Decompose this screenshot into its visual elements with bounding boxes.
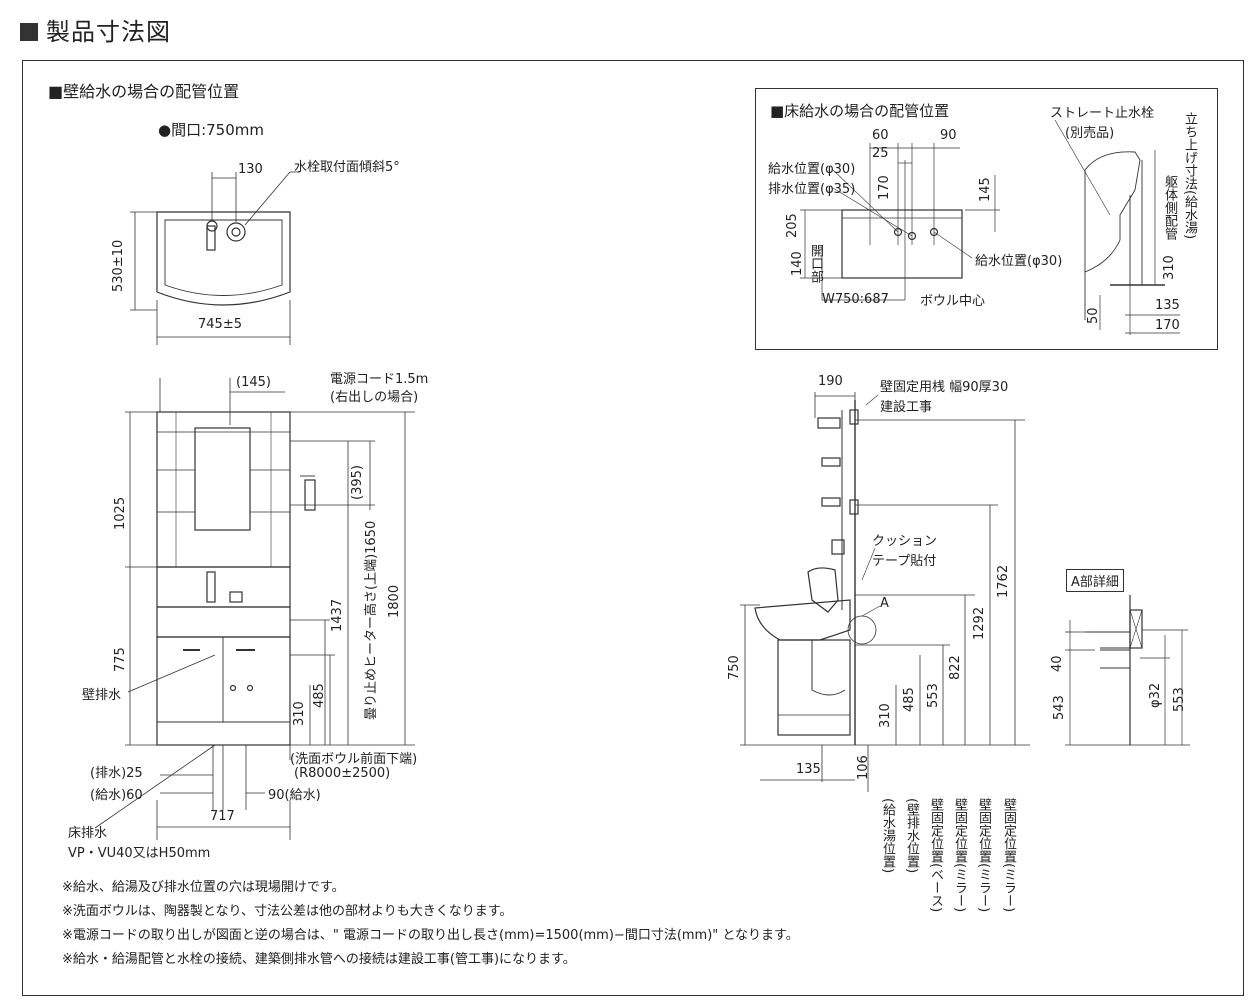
inset-rise-dim: 立ち上げ寸法(給水湯) bbox=[1182, 112, 1197, 240]
front-dim-310: 310 bbox=[292, 701, 307, 726]
inset-supply-pos-2: 給水位置(φ30) bbox=[975, 254, 1063, 269]
inset-dim-90: 90 bbox=[940, 128, 957, 143]
top-width-dim: 745±5 bbox=[198, 317, 242, 332]
detail-dim-32: φ32 bbox=[1148, 682, 1163, 708]
detail-dim-553: 553 bbox=[1172, 687, 1187, 712]
top-depth-dim: 530±10 bbox=[111, 239, 126, 292]
r8000-label: (R8000±2500) bbox=[294, 766, 391, 781]
legend-fix-base: 壁固定位置(ベース) bbox=[928, 798, 943, 913]
wall-drain-label: 壁排水 bbox=[82, 688, 122, 703]
inset-w750: W750:687 bbox=[822, 292, 889, 307]
inset-dim-25: 25 bbox=[872, 146, 889, 161]
inset-dim-205: 205 bbox=[785, 213, 800, 238]
side-dim-135: 135 bbox=[796, 762, 821, 777]
inset-dim-60: 60 bbox=[872, 128, 889, 143]
detail-dim-40: 40 bbox=[1050, 655, 1065, 672]
note-4: ※給水・給湯配管と水栓の接続、建築側排水管への接続は建設工事(管工事)になります… bbox=[62, 952, 576, 967]
inset-dim-170b: 170 bbox=[1155, 318, 1180, 333]
legend-supply-hot: (給水湯位置) bbox=[880, 798, 895, 874]
floor-supply-inset bbox=[755, 88, 1218, 350]
vp-label: VP・VU40又はH50mm bbox=[68, 846, 211, 861]
side-dim-750: 750 bbox=[727, 655, 742, 680]
wall-cleat-label: 壁固定用桟 幅90厚30 bbox=[880, 380, 1009, 395]
supply-60-label: (給水)60 bbox=[90, 788, 143, 803]
right-exit-label: (右出しの場合) bbox=[330, 390, 419, 405]
power-cord-label: 電源コード1.5m bbox=[330, 372, 429, 387]
tape-label: テープ貼付 bbox=[872, 554, 937, 569]
label-a: A bbox=[880, 596, 889, 611]
note-1: ※給水、給湯及び排水位置の穴は現場開けです。 bbox=[62, 880, 345, 895]
side-dim-106: 106 bbox=[856, 755, 871, 780]
inset-dim-170: 170 bbox=[877, 175, 892, 200]
bowl-front-label: (洗面ボウル前面下端) bbox=[290, 752, 418, 767]
side-dim-1292: 1292 bbox=[972, 606, 987, 640]
front-dim-1025: 1025 bbox=[113, 496, 128, 530]
front-dim-485: 485 bbox=[312, 683, 327, 708]
side-dim-553: 553 bbox=[926, 683, 941, 708]
page-title: 製品寸法図 bbox=[20, 12, 171, 47]
note-2: ※洗面ボウルは、陶器製となり、寸法公差は他の部材よりも大きくなります。 bbox=[62, 904, 513, 919]
side-dim-1762: 1762 bbox=[996, 564, 1011, 598]
faucet-tilt-label: 水栓取付面傾斜5° bbox=[294, 160, 400, 175]
supply-90-label: 90(給水) bbox=[268, 788, 321, 803]
note-3: ※電源コードの取り出しが図面と逆の場合は、" 電源コードの取り出し長さ(mm)=… bbox=[62, 928, 799, 943]
wall-supply-heading: ■壁給水の場合の配管位置 bbox=[48, 82, 240, 101]
front-dim-1800: 1800 bbox=[387, 584, 402, 618]
inset-supply-pos: 給水位置(φ30) bbox=[768, 162, 856, 177]
floor-drain-label: 床排水 bbox=[68, 826, 108, 841]
legend-fix-mirror-2: 壁固定位置(ミラー) bbox=[976, 798, 991, 913]
drawing-frame bbox=[22, 60, 1244, 996]
title-square-icon bbox=[20, 23, 38, 41]
inset-dim-135: 135 bbox=[1155, 298, 1180, 313]
inset-bowl-center: ボウル中心 bbox=[920, 294, 986, 309]
inset-opening-label: 開口部 bbox=[808, 244, 823, 283]
inset-dim-310: 310 bbox=[1162, 255, 1177, 280]
inset-dim-145: 145 bbox=[978, 177, 993, 202]
inset-dim-50: 50 bbox=[1086, 307, 1101, 324]
frontage-label: ●間口:750mm bbox=[158, 121, 264, 139]
drain-25-label: (排水)25 bbox=[90, 766, 143, 781]
side-dim-310: 310 bbox=[878, 703, 893, 728]
construction-label: 建設工事 bbox=[880, 400, 933, 415]
page-title-text: 製品寸法図 bbox=[46, 18, 171, 46]
side-dim-485: 485 bbox=[902, 687, 917, 712]
inset-straight-valve: ストレート止水栓 bbox=[1050, 106, 1155, 121]
side-dim-822: 822 bbox=[948, 655, 963, 680]
legend-wall-drain: (壁排水位置) bbox=[904, 798, 919, 874]
top-view-drawing bbox=[130, 171, 300, 345]
front-dim-145: (145) bbox=[236, 375, 271, 390]
floor-supply-heading: ■床給水の場合の配管位置 bbox=[770, 102, 950, 120]
inset-body-pipe: 躯体側配管 bbox=[1162, 175, 1177, 240]
front-dim-1437: 1437 bbox=[330, 598, 345, 632]
front-dim-717: 717 bbox=[210, 809, 235, 824]
front-dim-1650: 曇り止めヒーター高さ(上端)1650 bbox=[364, 520, 379, 720]
a-detail-label: A部詳細 bbox=[1066, 569, 1124, 592]
a-detail-drawing bbox=[1065, 595, 1190, 746]
inset-dim-140: 140 bbox=[790, 251, 805, 276]
top-dim-130: 130 bbox=[238, 162, 263, 177]
front-view-drawing bbox=[94, 378, 415, 840]
legend-fix-mirror-3: 壁固定位置(ミラー) bbox=[1001, 798, 1016, 913]
front-dim-395: (395) bbox=[350, 465, 365, 500]
legend-fix-mirror-1: 壁固定位置(ミラー) bbox=[952, 798, 967, 913]
inset-drain-pos: 排水位置(φ35) bbox=[768, 182, 856, 197]
inset-drawing bbox=[800, 119, 1180, 335]
side-view-drawing bbox=[740, 392, 1030, 792]
inset-sold-separately: (別売品) bbox=[1065, 126, 1115, 141]
front-dim-775: 775 bbox=[113, 647, 128, 672]
notes: ※給水、給湯及び排水位置の穴は現場開けです。 ※洗面ボウルは、陶器製となり、寸法… bbox=[62, 876, 799, 972]
detail-dim-543: 543 bbox=[1052, 695, 1067, 720]
cushion-label: クッション bbox=[872, 534, 938, 549]
side-dim-190: 190 bbox=[818, 374, 843, 389]
